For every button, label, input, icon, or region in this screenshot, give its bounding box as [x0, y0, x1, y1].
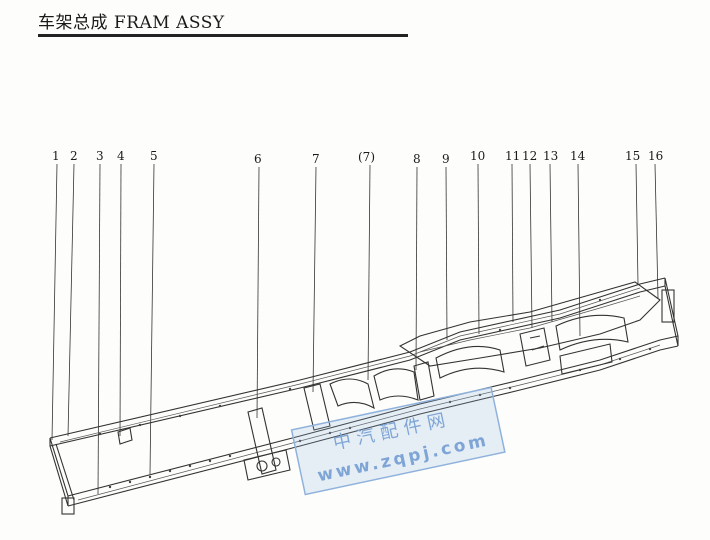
callout-2: 2 — [70, 149, 78, 163]
callout-14: 14 — [570, 149, 586, 163]
watermark-box — [290, 386, 506, 496]
leader-lines — [51, 163, 659, 495]
callout-8: 8 — [413, 152, 421, 166]
callout-16: 16 — [648, 149, 663, 163]
callout-10: 10 — [470, 149, 485, 163]
watermark: 中汽配件网 www.zqpj.com — [290, 386, 506, 496]
callout-1: 1 — [52, 149, 60, 163]
callout-4: 4 — [117, 149, 125, 163]
frame-drawing — [49, 277, 679, 515]
callout-15: 15 — [625, 149, 640, 163]
callout-12: 12 — [522, 149, 537, 163]
callout-7-paren: (7) — [358, 150, 375, 164]
callout-7: 7 — [312, 152, 320, 166]
page-title: 车架总成 FRAM ASSY — [38, 13, 225, 33]
rail-holes — [98, 298, 652, 489]
title-underline — [38, 34, 408, 37]
callout-11: 11 — [505, 149, 520, 163]
callout-9: 9 — [442, 152, 450, 166]
callout-labels: 1 2 3 4 5 6 7 (7) 8 9 10 11 12 13 14 15 … — [52, 149, 663, 166]
callout-13: 13 — [543, 149, 558, 163]
callout-3: 3 — [96, 149, 104, 163]
callout-6: 6 — [254, 152, 262, 166]
callout-5: 5 — [150, 149, 158, 163]
